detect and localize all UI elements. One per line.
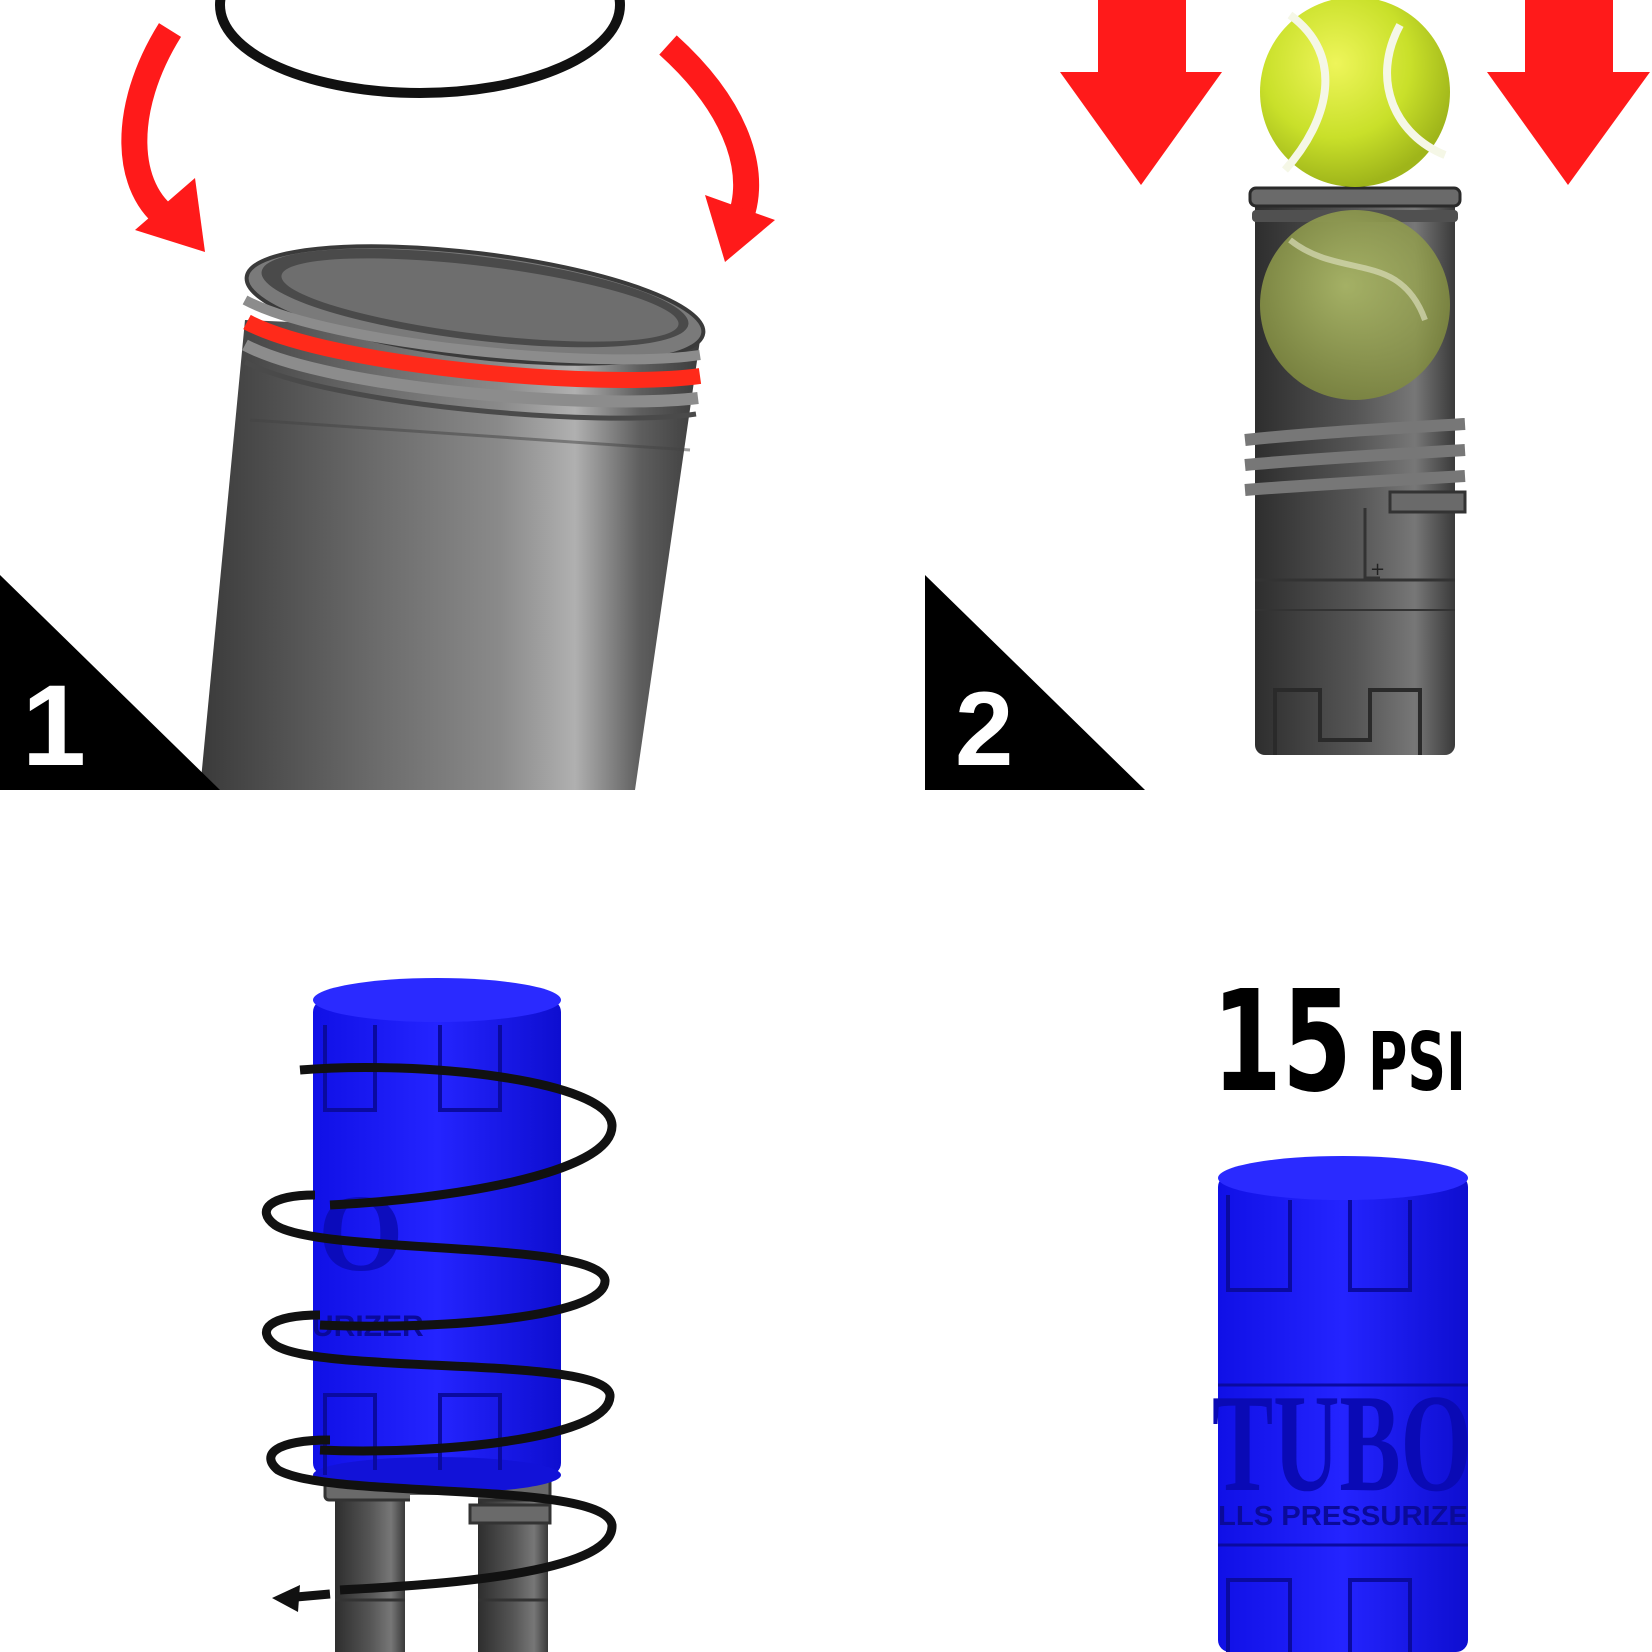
step-3-panel: O URIZER bbox=[261, 978, 617, 1652]
pressure-label: 15 PSI bbox=[1212, 961, 1466, 1124]
brand-logo: TUBO bbox=[1212, 1366, 1472, 1521]
o-ring-installed bbox=[243, 314, 702, 388]
pressure-value: 15 bbox=[1212, 961, 1352, 1124]
svg-text:O: O bbox=[318, 1172, 404, 1294]
grey-canister: + bbox=[1244, 186, 1467, 755]
rotation-spiral-icon bbox=[261, 1062, 617, 1612]
grey-inner-tubes bbox=[323, 1476, 552, 1652]
step-2-number: 2 bbox=[955, 671, 1013, 788]
down-arrow-right-icon bbox=[1487, 0, 1650, 185]
tennis-ball-icon bbox=[1260, 0, 1450, 187]
curved-arrow-left-icon bbox=[121, 23, 205, 252]
curved-arrow-right-icon bbox=[659, 35, 775, 262]
tubo-pressurizer: TUBO LLS PRESSURIZE bbox=[1212, 1156, 1472, 1652]
step-2-panel: + 2 bbox=[925, 0, 1650, 790]
step-4-panel: 15 PSI TUBO LLS PRESSURIZE bbox=[1212, 961, 1472, 1652]
down-arrow-left-icon bbox=[1060, 0, 1222, 185]
step-2-badge: 2 bbox=[925, 575, 1145, 790]
product-tagline: LLS PRESSURIZE bbox=[1218, 1500, 1468, 1531]
step-1-panel: 1 bbox=[0, 0, 775, 790]
step-1-badge: 1 bbox=[0, 575, 220, 790]
grey-tube bbox=[200, 244, 706, 790]
o-ring-loose bbox=[215, 0, 625, 98]
pressure-unit: PSI bbox=[1368, 1016, 1466, 1109]
blue-cap-screwing: O URIZER bbox=[312, 978, 561, 1493]
svg-text:+: + bbox=[1370, 559, 1385, 580]
tennis-ball-inside bbox=[1260, 210, 1450, 400]
step-1-number: 1 bbox=[22, 662, 86, 790]
